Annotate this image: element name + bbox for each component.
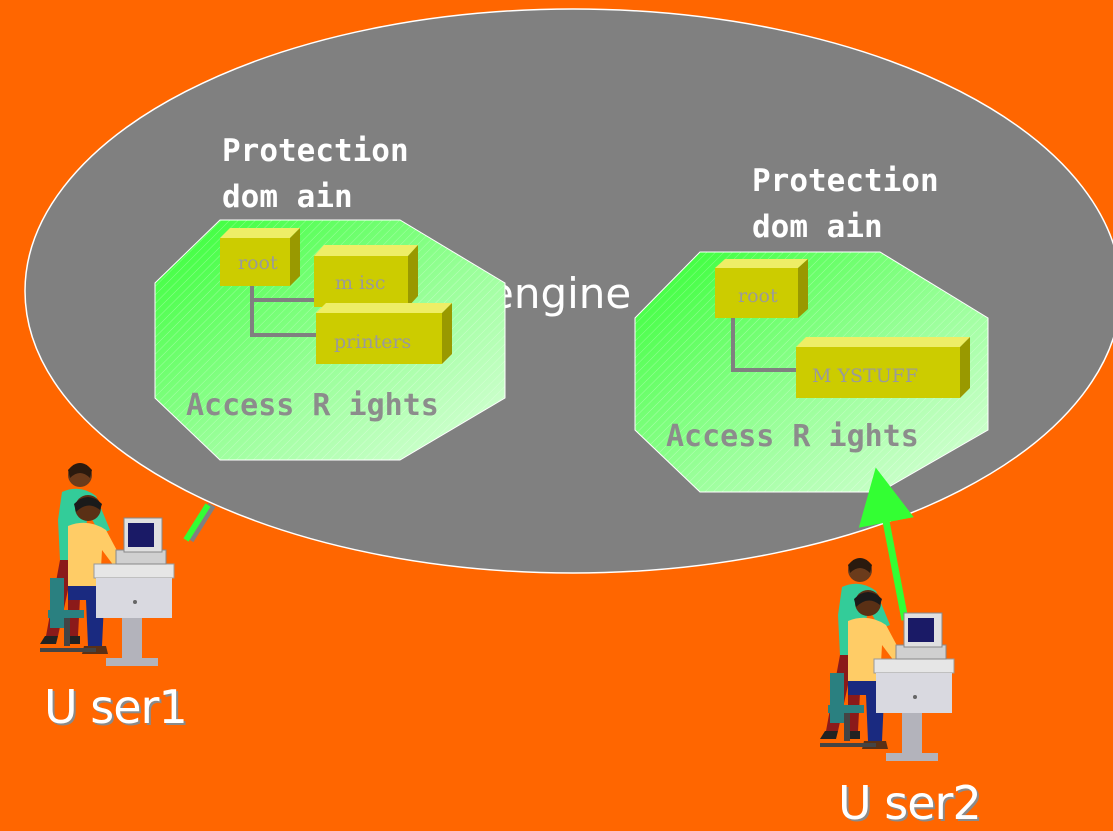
protection-domain-title-2: Protection dom ain: [752, 158, 939, 250]
protection-domain-title-1: Protection dom ain: [222, 128, 409, 220]
user2-arrow: [858, 467, 914, 621]
user1-arrow: [186, 502, 216, 543]
tree-connector-2: [731, 318, 796, 372]
folder-box-misc-1: m isc: [314, 245, 418, 307]
protection-domain-title-2-line2: dom ain: [752, 209, 883, 245]
box-label-mystuff-2: M YSTUFF: [812, 365, 918, 387]
user1-workstation-icon: [40, 463, 175, 666]
tree-connector-1: [250, 285, 316, 337]
folder-box-root-1: root: [220, 228, 300, 286]
user1-label: U ser1: [44, 680, 188, 734]
protection-domain-title-2-line1: Protection: [752, 163, 939, 199]
folder-box-root-2: root: [715, 259, 808, 318]
folder-box-mystuff-2: M YSTUFF: [796, 337, 970, 398]
protection-domain-title-1-line2: dom ain: [222, 179, 353, 215]
protection-domain-1: root m isc printers Access R ights: [154, 219, 506, 461]
user2-workstation-icon: [820, 558, 955, 761]
user2-label: U ser2: [838, 776, 982, 830]
folder-box-printers-1: printers: [316, 303, 452, 364]
box-label-root-1: root: [238, 252, 278, 274]
protection-domain-title-1-line1: Protection: [222, 133, 409, 169]
box-label-root-2: root: [738, 285, 778, 307]
access-rights-label-2: Access R ights: [666, 419, 919, 454]
access-rights-label-1: Access R ights: [186, 388, 439, 423]
protection-domain-2: root M YSTUFF Access R ights: [634, 251, 989, 493]
box-label-printers-1: printers: [334, 331, 411, 353]
box-label-misc-1: m isc: [335, 272, 386, 294]
engine-label: engine: [488, 269, 631, 318]
